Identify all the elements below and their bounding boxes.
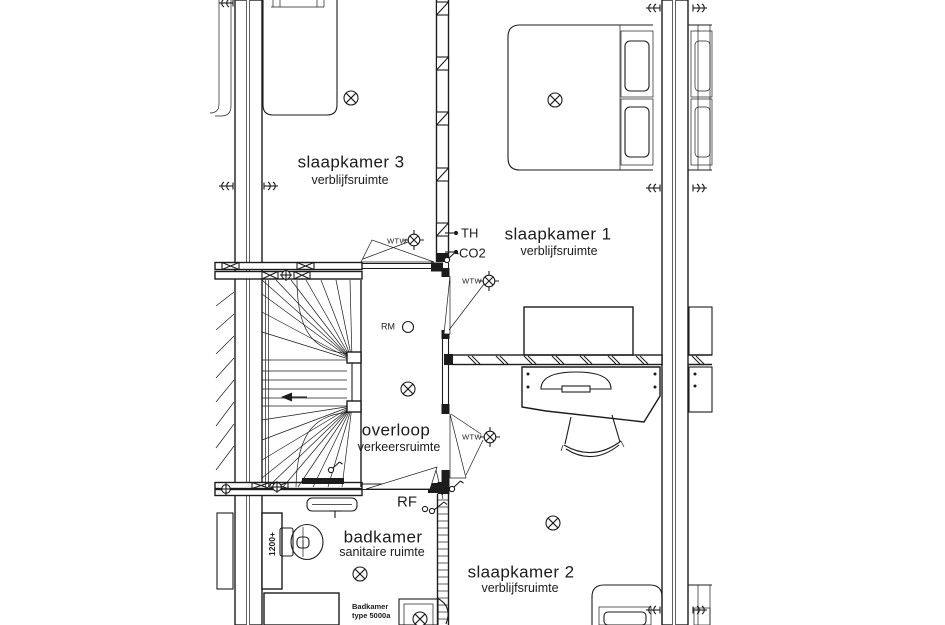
light-switch-icon bbox=[327, 461, 344, 474]
wtw-label-2: WTW bbox=[462, 276, 482, 286]
bathroom-cupboard bbox=[263, 592, 340, 625]
wall-anchor-icon bbox=[692, 605, 708, 615]
wall-anchor-icon bbox=[692, 3, 708, 13]
ceiling-light-icon bbox=[545, 515, 561, 531]
ceiling-light-icon bbox=[547, 92, 563, 108]
bathroom-niche-wall bbox=[261, 512, 283, 590]
leader-lines bbox=[362, 230, 485, 500]
room-label-badkamer: badkamer bbox=[343, 527, 423, 547]
bed-slaapkamer-2 bbox=[591, 584, 663, 625]
room-label-slaapkamer-2: slaapkamer 2 bbox=[467, 562, 575, 582]
party-wall-left bbox=[234, 0, 263, 625]
room-category-overloop: verkeersruimte bbox=[357, 439, 441, 454]
desk-chair bbox=[560, 414, 625, 458]
room-category-badkamer: sanitaire ruimte bbox=[339, 544, 425, 559]
wall-anchor-icon bbox=[218, 181, 234, 191]
rf-switch-label: RF bbox=[397, 493, 417, 511]
toilet bbox=[279, 523, 324, 561]
ceiling-light-icon bbox=[412, 611, 428, 625]
bathroom-model-line1: Badkamer bbox=[352, 602, 389, 611]
room-label-slaapkamer-1: slaapkamer 1 bbox=[504, 224, 612, 244]
door-slaapkamer-2 bbox=[449, 413, 467, 479]
smoke-detector bbox=[401, 320, 415, 334]
thermostat-label: TH bbox=[461, 225, 479, 241]
shower bbox=[398, 597, 449, 625]
wall-height-marker: 1200+ bbox=[266, 532, 277, 556]
staircase bbox=[261, 279, 362, 488]
room-category-slaapkamer-1: verblijfsruimte bbox=[520, 243, 598, 258]
room-category-slaapkamer-3: verblijfsruimte bbox=[311, 172, 389, 187]
door-slaapkamer-1 bbox=[443, 275, 451, 335]
wall-anchor-icon bbox=[263, 181, 279, 191]
neighbor-furniture bbox=[209, 0, 713, 625]
door-slaapkamer-3 bbox=[360, 239, 435, 263]
wall-anchor-icon bbox=[692, 183, 708, 193]
bathroom-model-line2: type 5000a bbox=[352, 611, 391, 620]
co2-sensor-label: CO2 bbox=[459, 245, 486, 261]
ventilation-valve-icon bbox=[479, 426, 501, 448]
wall-anchor-icon bbox=[645, 183, 661, 193]
wardrobe-slaapkamer-1 bbox=[523, 306, 634, 356]
desk-slaapkamer-2 bbox=[521, 366, 661, 423]
smoke-detector-icon bbox=[401, 320, 415, 334]
radiator bbox=[306, 497, 358, 518]
smoke-detector-label: RM bbox=[381, 321, 395, 332]
bed-slaapkamer-3 bbox=[262, 0, 338, 116]
ceiling-light-icon bbox=[343, 90, 359, 106]
wtw-label-1: WTW bbox=[387, 236, 407, 246]
door-badkamer bbox=[365, 466, 438, 490]
light-switch-icon bbox=[448, 480, 465, 493]
bed-slaapkamer-1 bbox=[507, 24, 654, 171]
wtw-label-3: WTW bbox=[462, 432, 482, 442]
party-wall-right bbox=[661, 0, 689, 625]
switches bbox=[327, 251, 465, 515]
ceiling-light-icon bbox=[352, 566, 368, 582]
interior-walls bbox=[214, 0, 663, 625]
ceiling-light-icon bbox=[400, 381, 416, 397]
room-category-slaapkamer-2: verblijfsruimte bbox=[481, 580, 559, 595]
door-leaves bbox=[360, 239, 467, 490]
room-label-overloop: overloop bbox=[361, 420, 431, 440]
wall-anchor-icon bbox=[645, 3, 661, 13]
room-label-slaapkamer-3: slaapkamer 3 bbox=[297, 152, 405, 172]
